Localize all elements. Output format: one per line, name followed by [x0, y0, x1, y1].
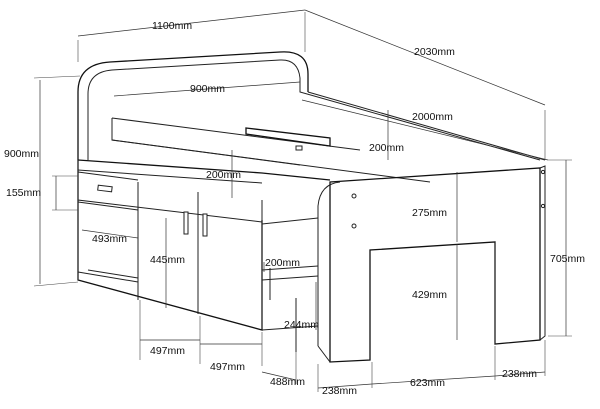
label-overall-width: 1100mm [152, 20, 192, 32]
label-shelf-height: 200mm [265, 257, 300, 269]
label-lower-shelf-height: 244mm [284, 319, 319, 331]
label-side-upper-height: 275mm [412, 207, 447, 219]
label-leg-width: 238mm [502, 368, 537, 380]
label-underbed-gap-width: 623mm [410, 377, 445, 389]
label-cupboard-height: 445mm [150, 254, 185, 266]
bed-outline [77, 51, 546, 363]
label-drawer-height: 155mm [6, 187, 41, 199]
label-overall-length: 2030mm [414, 46, 455, 58]
label-end-panel-width: 238mm [322, 385, 357, 397]
label-cupboard-door-width-1: 497mm [150, 345, 185, 357]
label-footboard-height: 705mm [550, 253, 585, 265]
dimension-labels: 1100mm 2030mm 900mm 900mm 2000mm 200mm 2… [4, 20, 585, 397]
label-side-lower-height: 429mm [412, 289, 447, 301]
label-mattress-depth-left: 200mm [206, 169, 241, 181]
label-cupboard-door-width-2: 497mm [210, 361, 245, 373]
label-headboard-inner-width: 900mm [190, 83, 225, 95]
label-drawer-width: 493mm [92, 233, 127, 245]
label-mattress-depth-right: 200mm [369, 142, 404, 154]
label-overall-height: 900mm [4, 148, 39, 160]
label-mattress-length: 2000mm [412, 111, 453, 123]
dimension-lines [33, 9, 572, 392]
label-shelf-depth: 488mm [270, 376, 305, 388]
